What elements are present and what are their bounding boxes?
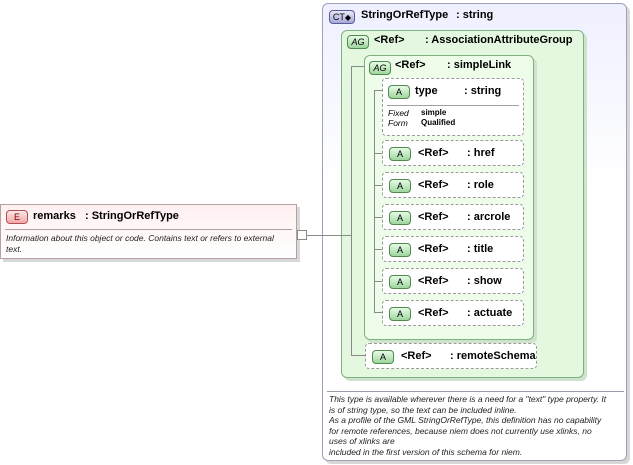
element-connector (297, 230, 307, 240)
attribute-name: : show (467, 275, 502, 287)
complex-type-badge: CT◆ (329, 10, 355, 24)
tree-line (374, 249, 382, 250)
attribute-name: : href (467, 147, 495, 159)
tree-line (374, 281, 382, 282)
doc-line: As a profile of the GML StringOrRefType,… (329, 415, 602, 425)
attribute-show[interactable]: A <Ref> : show (382, 268, 524, 294)
attribute-name: : title (467, 243, 494, 255)
doc-line: is of string type, so the text can be in… (329, 404, 517, 415)
element-doc: Information about this object or code. C… (6, 233, 274, 254)
attribute-badge: A (389, 147, 411, 161)
element-remarks[interactable]: E remarks : StringOrRefType Information … (0, 204, 297, 259)
attribute-ref: <Ref> (418, 307, 449, 319)
attribute-role[interactable]: A <Ref> : role (382, 172, 524, 198)
attribute-name: type (415, 85, 438, 97)
doc-line: uses of xlinks are (329, 436, 395, 446)
attribute-badge: A (389, 307, 411, 321)
attribute-ref: <Ref> (418, 147, 449, 159)
fixed-label: Fixed (388, 108, 409, 118)
fixed-value: simple (421, 108, 447, 117)
attribute-type-value: : string (464, 85, 502, 97)
tree-line (351, 66, 365, 67)
tree-line (374, 217, 382, 218)
attribute-name: : arcrole (467, 211, 511, 223)
attribute-group-badge: AG (347, 35, 369, 49)
attribute-ref: <Ref> (401, 350, 432, 362)
attribute-group-ref: <Ref> (395, 59, 426, 71)
tree-line (374, 90, 382, 91)
attribute-group-name: : simpleLink (447, 59, 512, 71)
element-type: : StringOrRefType (85, 210, 179, 222)
tree-line (374, 185, 382, 186)
attribute-badge: A (389, 243, 411, 257)
doc-line: This type is available wherever there is… (329, 394, 607, 404)
doc-line: for remote references, because niem does… (329, 425, 592, 436)
attribute-divider (387, 105, 519, 106)
tree-line (374, 90, 375, 312)
attribute-actuate[interactable]: A <Ref> : actuate (382, 300, 524, 326)
attribute-badge: A (389, 179, 411, 193)
tree-line (374, 312, 382, 313)
complex-type-type: : string (456, 9, 494, 21)
attribute-href[interactable]: A <Ref> : href (382, 140, 524, 166)
element-badge: E (6, 210, 28, 224)
attribute-remote-schema[interactable]: A <Ref> : remoteSchema (365, 343, 537, 369)
attribute-arcrole[interactable]: A <Ref> : arcrole (382, 204, 524, 230)
attribute-badge: A (388, 85, 410, 99)
attribute-ref: <Ref> (418, 179, 449, 191)
tree-line (374, 153, 382, 154)
complex-type-divider (327, 391, 624, 392)
attribute-name: : role (467, 179, 494, 191)
attribute-ref: <Ref> (418, 243, 449, 255)
attribute-group-ref: <Ref> (374, 34, 405, 46)
element-divider (5, 229, 292, 230)
attribute-group-badge: AG (369, 61, 391, 75)
tree-line (322, 235, 352, 236)
attribute-name: : remoteSchema (450, 350, 536, 362)
attribute-badge: A (389, 211, 411, 225)
element-name: remarks (33, 210, 76, 222)
attribute-title[interactable]: A <Ref> : title (382, 236, 524, 262)
tree-line (351, 355, 365, 356)
attribute-badge: A (389, 275, 411, 289)
form-value: Qualified (421, 118, 456, 127)
complex-type-doc: This type is available wherever there is… (329, 394, 625, 457)
form-label: Form (388, 118, 408, 128)
attribute-ref: <Ref> (418, 275, 449, 287)
attribute-ref: <Ref> (418, 211, 449, 223)
attribute-group-name: : AssociationAttributeGroup (425, 34, 573, 46)
complex-type-name: StringOrRefType (361, 9, 449, 21)
tree-line (351, 66, 352, 356)
attribute-badge: A (372, 350, 394, 364)
attribute-type[interactable]: A type : string Fixed simple Form Qualif… (382, 78, 524, 136)
doc-line: included in the first version of this sc… (329, 446, 523, 457)
connector-line (307, 235, 323, 236)
attribute-name: : actuate (467, 307, 513, 319)
